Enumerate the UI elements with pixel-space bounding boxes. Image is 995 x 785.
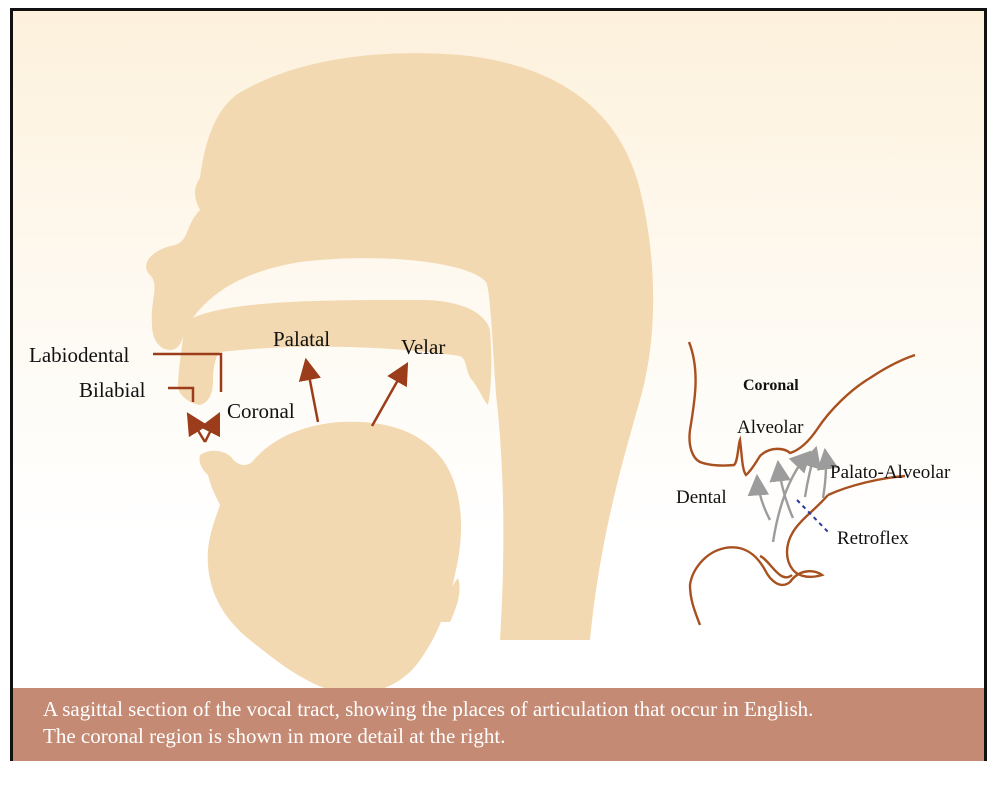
detail-outline xyxy=(689,342,915,625)
label-alveolar: Alveolar xyxy=(737,417,804,438)
label-retroflex: Retroflex xyxy=(837,528,909,549)
detail-lower-contour xyxy=(690,495,828,625)
detail-labels: Coronal Alveolar Dental Palato-Alveolar … xyxy=(676,377,951,549)
label-palato-alveolar: Palato-Alveolar xyxy=(830,462,951,483)
detail-upper-contour xyxy=(689,342,915,475)
label-palatal: Palatal xyxy=(273,327,330,351)
dental-arrow xyxy=(757,476,770,520)
labiodental-arrow xyxy=(205,414,219,442)
caption-bar: A sagittal section of the vocal tract, s… xyxy=(13,688,984,761)
detail-arrows xyxy=(757,448,826,542)
label-velar: Velar xyxy=(401,335,445,359)
label-coronal: Coronal xyxy=(227,399,295,423)
tongue-and-jaw xyxy=(199,422,461,694)
detail-title: Coronal xyxy=(743,377,799,394)
palato-alveolar-arrow-b xyxy=(823,450,826,498)
label-dental: Dental xyxy=(676,487,727,508)
caption-line-1: A sagittal section of the vocal tract, s… xyxy=(43,696,984,723)
label-labiodental: Labiodental xyxy=(29,343,129,367)
coronal-detail: Coronal Alveolar Dental Palato-Alveolar … xyxy=(676,342,951,625)
caption-line-2: The coronal region is shown in more deta… xyxy=(43,723,984,750)
retroflex-leader xyxy=(797,500,829,533)
label-bilabial: Bilabial xyxy=(79,378,146,402)
velar-arrow xyxy=(372,364,407,426)
bilabial-arrow xyxy=(188,414,205,442)
palatal-arrow xyxy=(306,360,318,422)
